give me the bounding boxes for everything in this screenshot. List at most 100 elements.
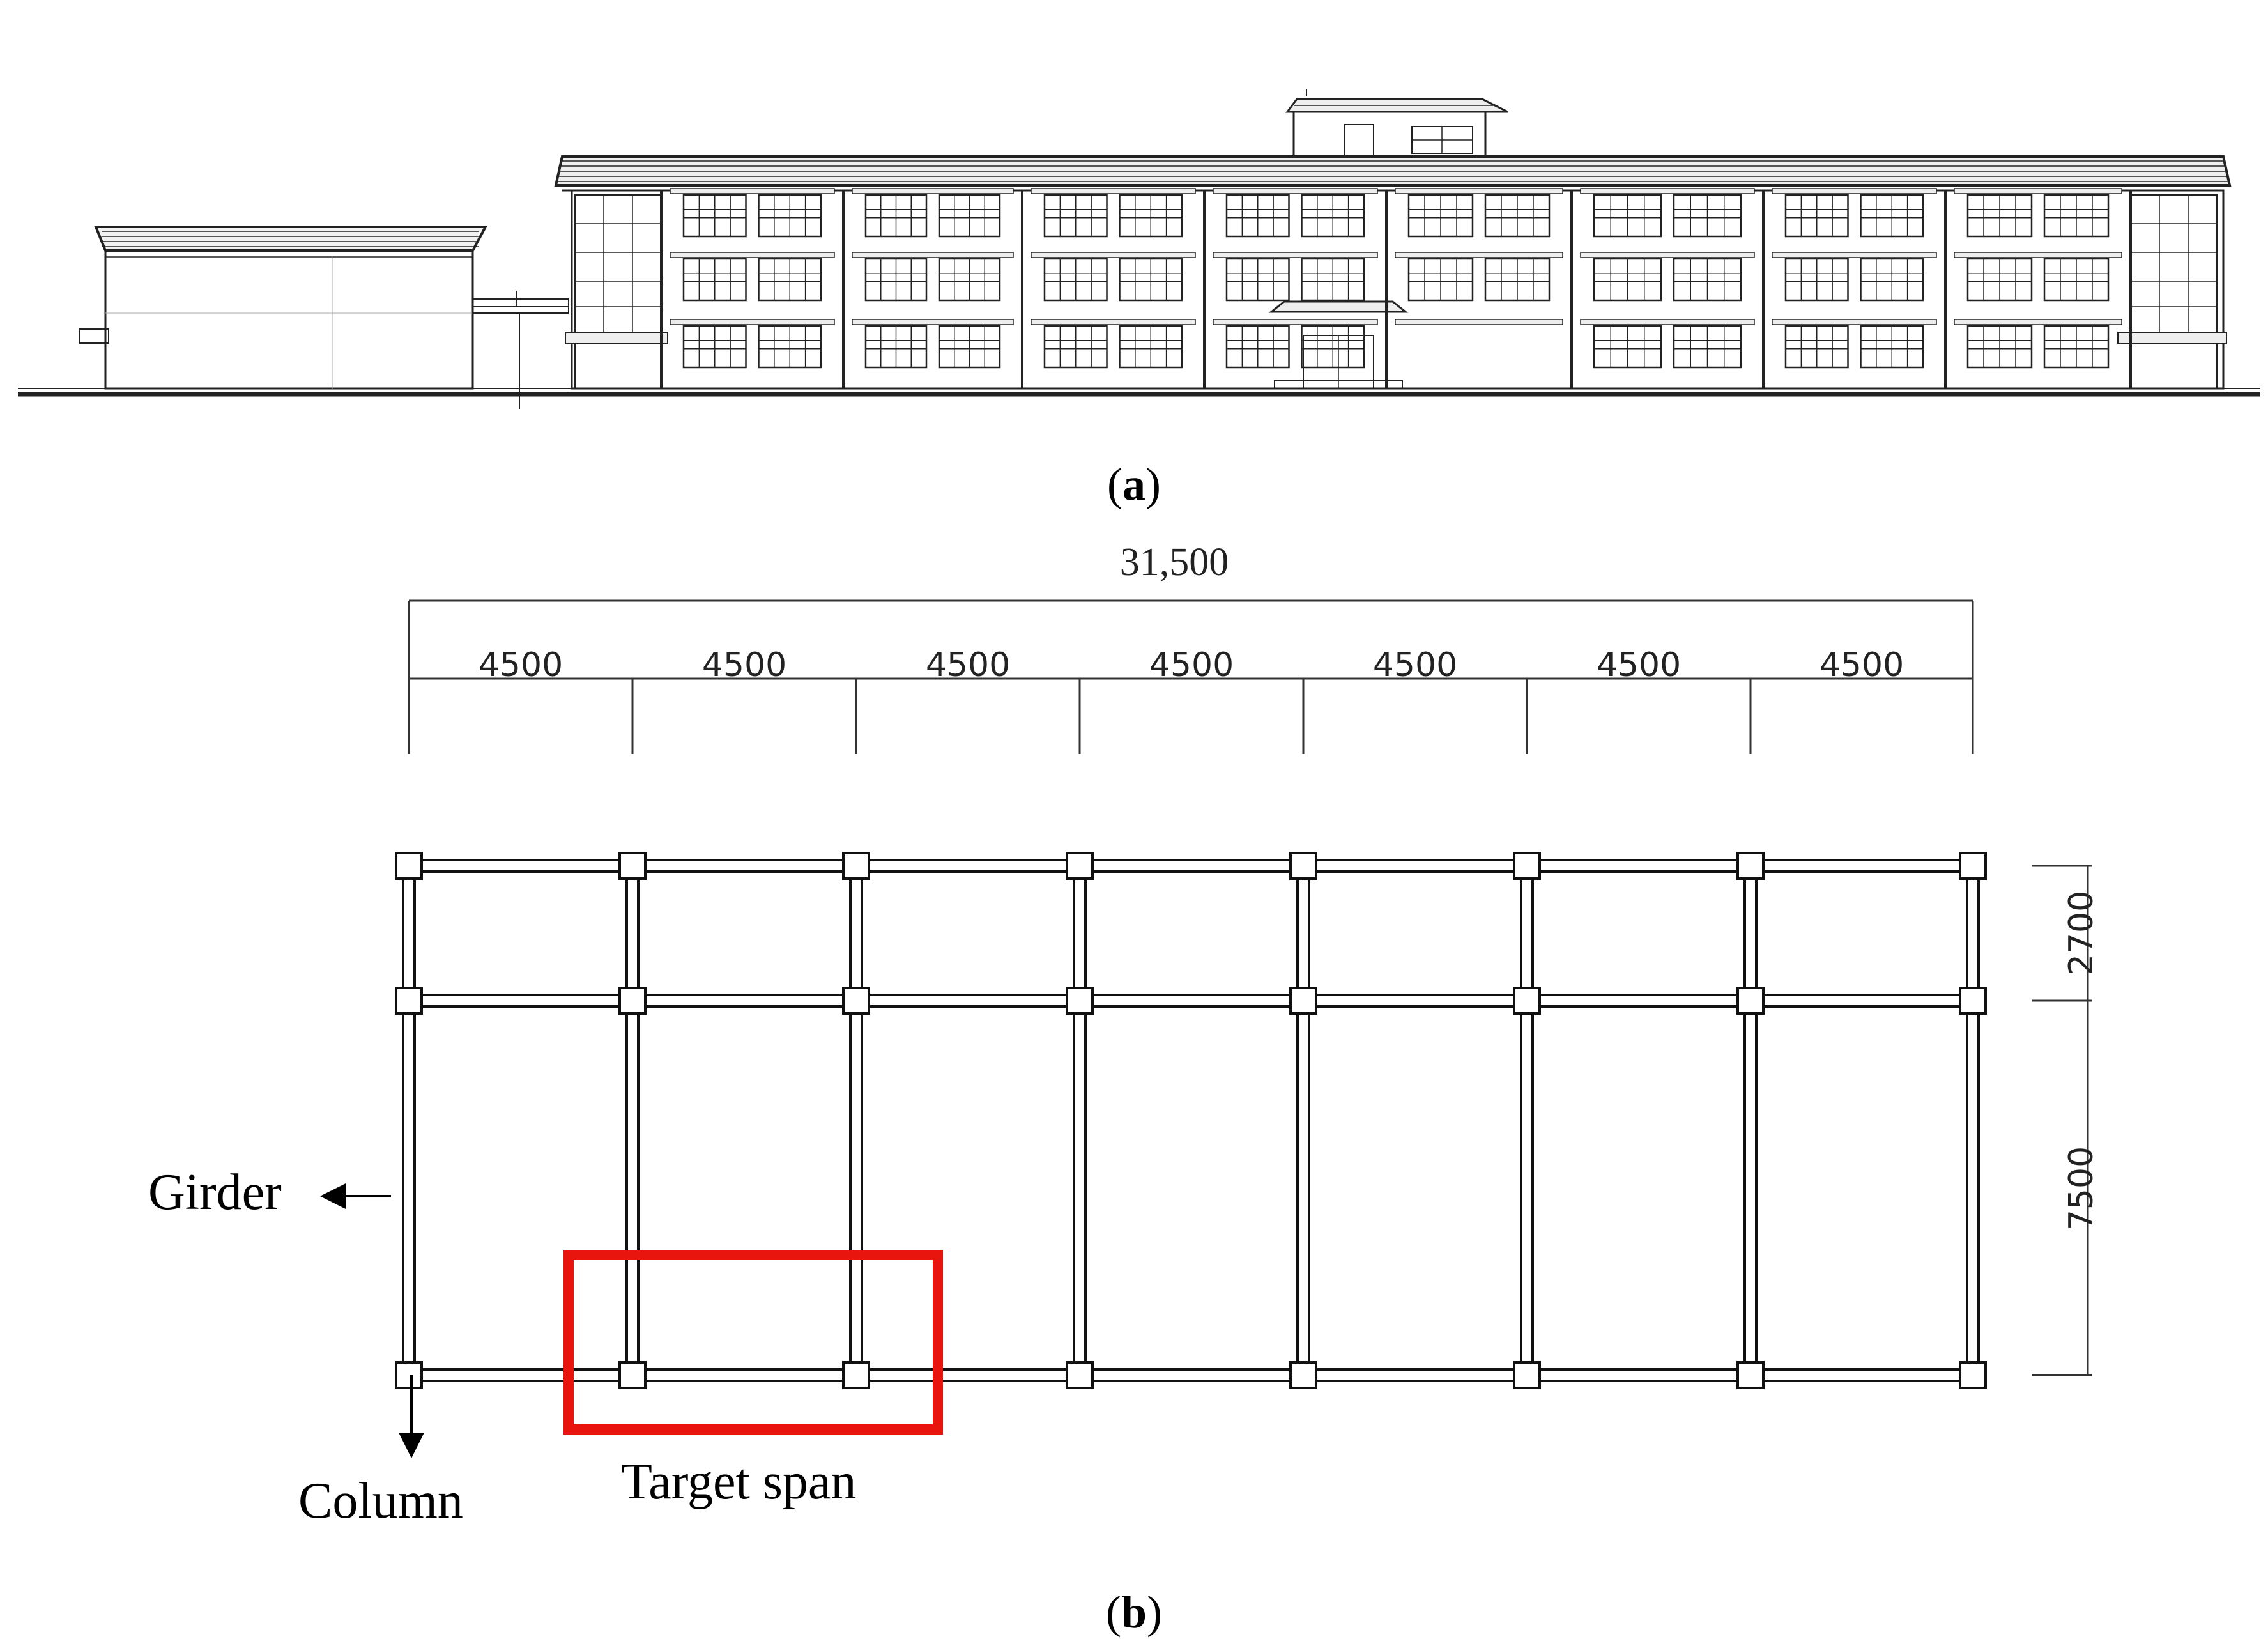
column-node [1736, 1361, 1765, 1389]
window-hood [1954, 319, 2122, 325]
column-node [1513, 987, 1541, 1015]
window [2043, 194, 2110, 238]
panel-b-caption: (b) [1106, 1587, 1162, 1638]
bay-dimension-label: 4500 [479, 646, 563, 684]
window [1301, 258, 1365, 302]
window-hood [1772, 188, 1937, 194]
building-elevation-drawing [18, 89, 2260, 409]
column-node [842, 987, 870, 1015]
column-node [395, 1361, 423, 1389]
column-node [618, 852, 647, 880]
window [1673, 258, 1742, 302]
window-hood [670, 252, 835, 258]
window [1784, 194, 1849, 238]
column-node [842, 852, 870, 880]
bay-dimension-label: 4500 [702, 646, 786, 684]
column-node [1959, 987, 1987, 1015]
window-hood [852, 188, 1014, 194]
column-node [842, 1361, 870, 1389]
main-building [554, 89, 2232, 390]
window-hood [1954, 252, 2122, 258]
column-node [1736, 987, 1765, 1015]
window [1043, 325, 1108, 369]
bay-dimension-label: 4500 [1597, 646, 1681, 684]
window [682, 258, 747, 302]
column-grid [395, 852, 1987, 1389]
window [1301, 194, 1365, 238]
window-hood [1031, 188, 1196, 194]
column-node [395, 852, 423, 880]
window [1301, 325, 1365, 369]
window [1407, 194, 1474, 238]
window [1407, 258, 1474, 302]
window-hood [1580, 188, 1755, 194]
column-node [1959, 852, 1987, 880]
bay-dimension-label: 4500 [1149, 646, 1234, 684]
window-hood [1213, 252, 1378, 258]
right-dimension-chain [2032, 865, 2092, 1376]
window [1784, 258, 1849, 302]
window [1484, 194, 1551, 238]
column-node [1066, 1361, 1094, 1389]
window-hood [1031, 252, 1196, 258]
window-hood [1031, 319, 1196, 325]
column-node [1066, 852, 1094, 880]
window [1860, 325, 1924, 369]
panel-a-caption: (a) [1107, 459, 1161, 510]
window [1119, 325, 1183, 369]
target-span-highlight [563, 1250, 943, 1435]
column-node [1066, 987, 1094, 1015]
window [864, 325, 928, 369]
window [682, 194, 747, 238]
row-dimension-label-2700: 2700 [2062, 891, 2101, 975]
row-dimension-label-7500: 7500 [2062, 1146, 2101, 1231]
window [1673, 194, 1742, 238]
window [1593, 194, 1662, 238]
window [1966, 325, 2033, 369]
window [938, 194, 1001, 238]
window [682, 325, 747, 369]
window [864, 194, 928, 238]
window-hood [1213, 319, 1378, 325]
window-hood [670, 319, 835, 325]
window-hood [1772, 252, 1937, 258]
bay-dimension-label: 4500 [1820, 646, 1904, 684]
window-hood [1395, 188, 1563, 194]
column-node [1513, 1361, 1541, 1389]
window [1784, 325, 1849, 369]
window [1484, 258, 1551, 302]
column-node [1959, 1361, 1987, 1389]
window [1593, 325, 1662, 369]
window [1043, 194, 1108, 238]
column-node [1513, 852, 1541, 880]
window [1860, 258, 1924, 302]
window [1966, 194, 2033, 238]
window [1225, 258, 1290, 302]
annex-building [79, 226, 488, 390]
window [758, 194, 822, 238]
window [1225, 325, 1290, 369]
overall-dimension-label: 31,500 [1120, 541, 1229, 584]
window [1673, 325, 1742, 369]
window-hood [1772, 319, 1937, 325]
window-hood [852, 319, 1014, 325]
girder-grid [402, 859, 1980, 1382]
target-span-label: Target span [621, 1454, 856, 1510]
window [938, 258, 1001, 302]
column-node [395, 987, 423, 1015]
column-node [618, 1361, 647, 1389]
window [1119, 194, 1183, 238]
window [1860, 194, 1924, 238]
bay-dimension-label: 4500 [926, 646, 1010, 684]
window-hood [1580, 319, 1755, 325]
top-dimension-ticks [631, 679, 1752, 754]
window [758, 258, 822, 302]
window-hood [1395, 319, 1563, 325]
window [1043, 258, 1108, 302]
girder-label: Girder [148, 1164, 282, 1220]
window-hood [670, 188, 835, 194]
window [1593, 258, 1662, 302]
facade-bays [660, 188, 2132, 389]
